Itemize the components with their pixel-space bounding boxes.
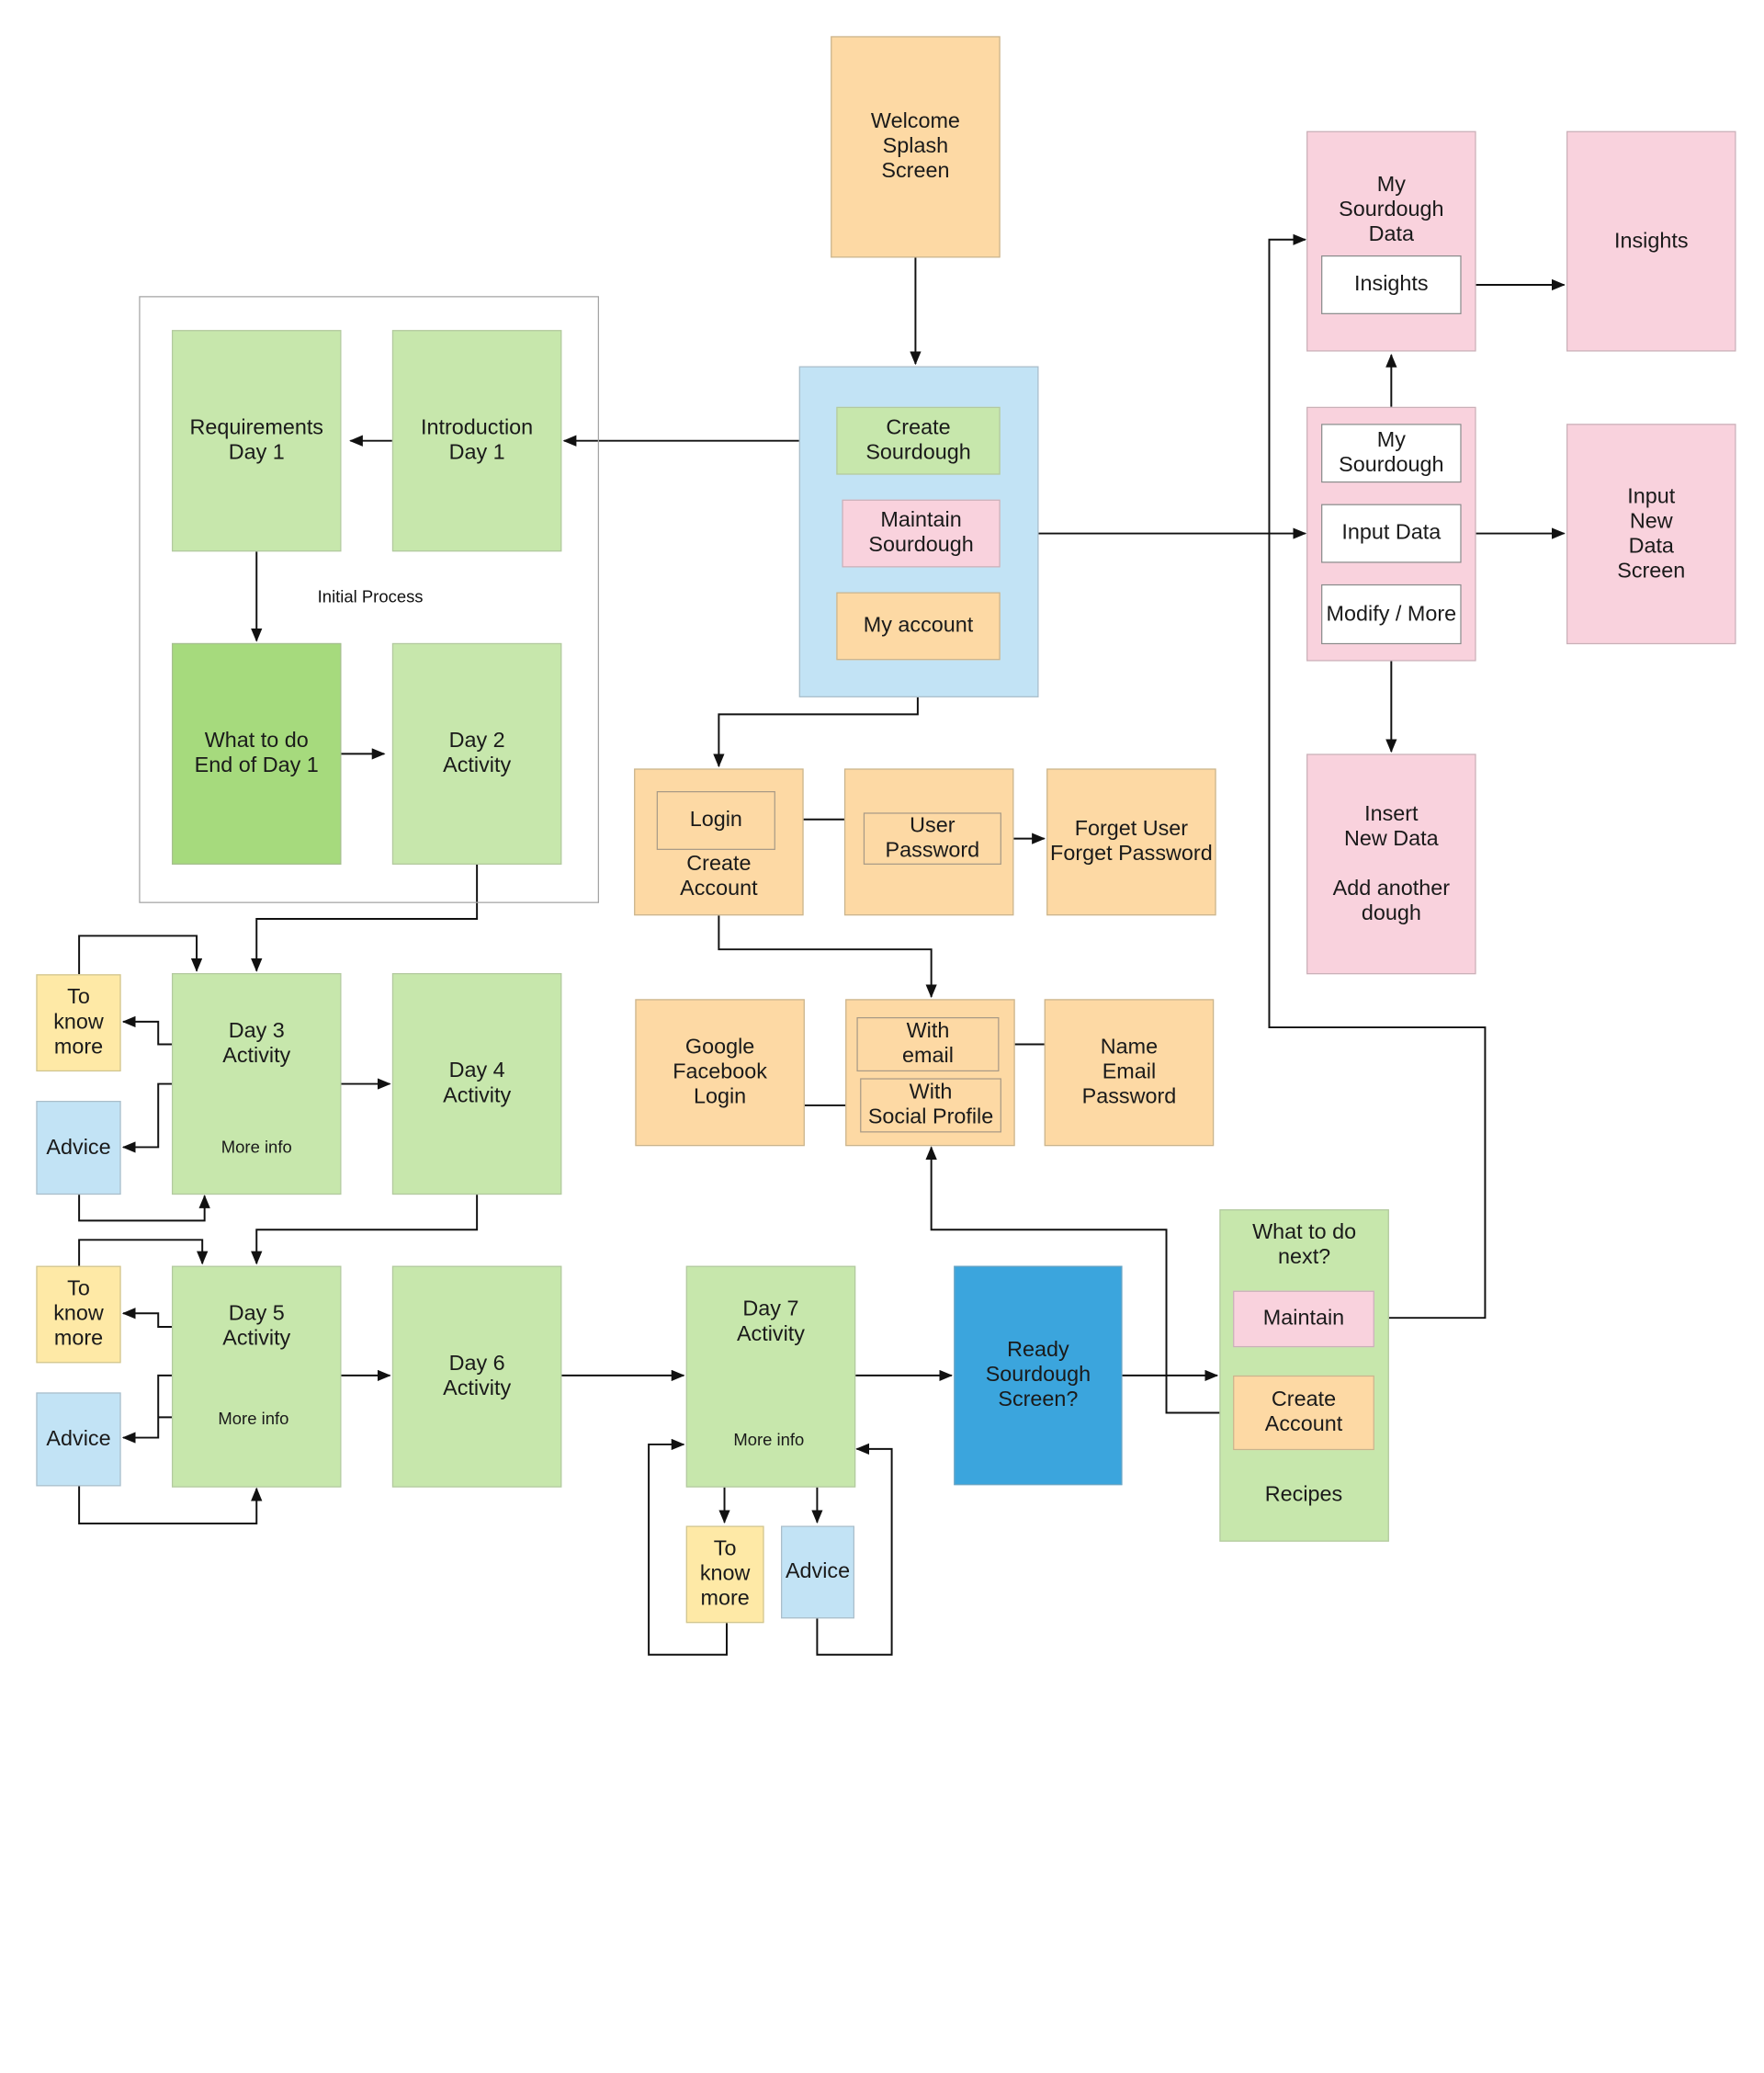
day7-activity-title: Day 7 Activity (736, 1297, 805, 1346)
recipes-link[interactable]: Recipes (1264, 1482, 1343, 1507)
what-to-do-next-screen: What to do next? (1219, 1209, 1389, 1542)
day6-activity-screen[interactable]: Day 6 Activity (391, 1265, 562, 1488)
login-button[interactable]: Login (656, 791, 775, 850)
with-social-profile-button[interactable]: With Social Profile (860, 1078, 1001, 1133)
day3-more-info[interactable]: More info (220, 1138, 292, 1158)
arrow-day3-to-advice (121, 1082, 172, 1153)
day3-activity-title: Day 3 Activity (222, 1019, 291, 1069)
day3-activity-screen[interactable]: Day 3 Activity More info (171, 973, 342, 1195)
what-to-do-end-day1-screen[interactable]: What to do End of Day 1 (171, 642, 342, 865)
signup-options-screen (845, 999, 1015, 1147)
arrow-advice-to-day7 (816, 1443, 893, 1656)
google-facebook-login-screen[interactable]: Google Facebook Login (635, 999, 805, 1147)
arrow-toknow-to-day7 (648, 1438, 728, 1656)
maintain-sourdough-button[interactable]: Maintain Sourdough (842, 499, 1001, 568)
my-sourdough-button[interactable]: My Sourdough (1321, 424, 1462, 483)
forget-user-password-screen[interactable]: Forget User Forget Password (1046, 768, 1216, 916)
day4-activity-screen[interactable]: Day 4 Activity (391, 973, 562, 1195)
input-new-data-screen[interactable]: Input New Data Screen (1566, 424, 1736, 645)
arrow-day5-loop-top (78, 1239, 209, 1266)
name-email-password-screen[interactable]: Name Email Password (1044, 999, 1215, 1147)
arrow-day3-loop-top (78, 935, 203, 975)
my-account-button[interactable]: My account (836, 592, 1001, 661)
insights-screen[interactable]: Insights (1566, 130, 1736, 352)
welcome-splash-screen[interactable]: Welcome Splash Screen (831, 36, 1001, 258)
day7-advice[interactable]: Advice (781, 1525, 855, 1619)
requirements-day1-screen[interactable]: Requirements Day 1 (171, 330, 342, 552)
insert-new-data-screen[interactable]: Insert New Data Add another dough (1306, 753, 1476, 975)
day3-advice[interactable]: Advice (36, 1101, 121, 1195)
day5-advice[interactable]: Advice (36, 1392, 121, 1487)
day2-activity-screen[interactable]: Day 2 Activity (391, 642, 562, 865)
day3-to-know-more[interactable]: To know more (36, 974, 121, 1072)
day5-activity-title: Day 5 Activity (222, 1301, 291, 1351)
day7-activity-screen[interactable]: Day 7 Activity More info (685, 1265, 856, 1488)
arrow-advice-to-day3 (78, 1195, 210, 1222)
maintain-button[interactable]: Maintain (1233, 1290, 1374, 1348)
ready-sourdough-screen[interactable]: Ready Sourdough Screen? (954, 1265, 1123, 1486)
arrow-advice-to-day5 (78, 1486, 263, 1525)
modify-more-button[interactable]: Modify / More (1321, 583, 1462, 645)
day7-to-know-more[interactable]: To know more (685, 1525, 764, 1624)
initial-process-label: Initial Process (317, 587, 424, 607)
create-account-link[interactable]: Create Account (680, 852, 758, 901)
introduction-day1-screen[interactable]: Introduction Day 1 (391, 330, 562, 552)
input-data-button[interactable]: Input Data (1321, 504, 1462, 563)
arrow-whatnext-create-to-signup (925, 1146, 1234, 1414)
my-sourdough-data-title: My Sourdough Data (1339, 173, 1444, 247)
my-sourdough-data-screen: My Sourdough Data (1306, 130, 1476, 352)
day5-more-info[interactable]: More info (218, 1409, 289, 1429)
arrow-day5-to-advice (121, 1374, 172, 1444)
with-email-button[interactable]: With email (856, 1017, 1000, 1072)
insights-button[interactable]: Insights (1321, 255, 1462, 314)
create-sourdough-button[interactable]: Create Sourdough (836, 406, 1001, 475)
arrow-maintain-to-data (1268, 233, 1487, 1320)
what-to-do-next-title: What to do next? (1252, 1220, 1357, 1270)
user-password-screen (843, 768, 1014, 916)
day7-more-info[interactable]: More info (733, 1431, 805, 1451)
arrow-createaccount-to-signup (718, 915, 937, 999)
user-password-fields[interactable]: User Password (863, 812, 1001, 865)
day5-activity-screen[interactable]: Day 5 Activity More info (171, 1265, 342, 1488)
day5-to-know-more[interactable]: To know more (36, 1265, 121, 1364)
arrow-day4-to-day5 (251, 1195, 479, 1265)
arrow-day3-to-toknow (121, 1015, 179, 1046)
initial-process-frame (139, 296, 599, 903)
arrow-day2-to-day3 (251, 864, 479, 972)
create-account-button[interactable]: Create Account (1233, 1375, 1374, 1451)
